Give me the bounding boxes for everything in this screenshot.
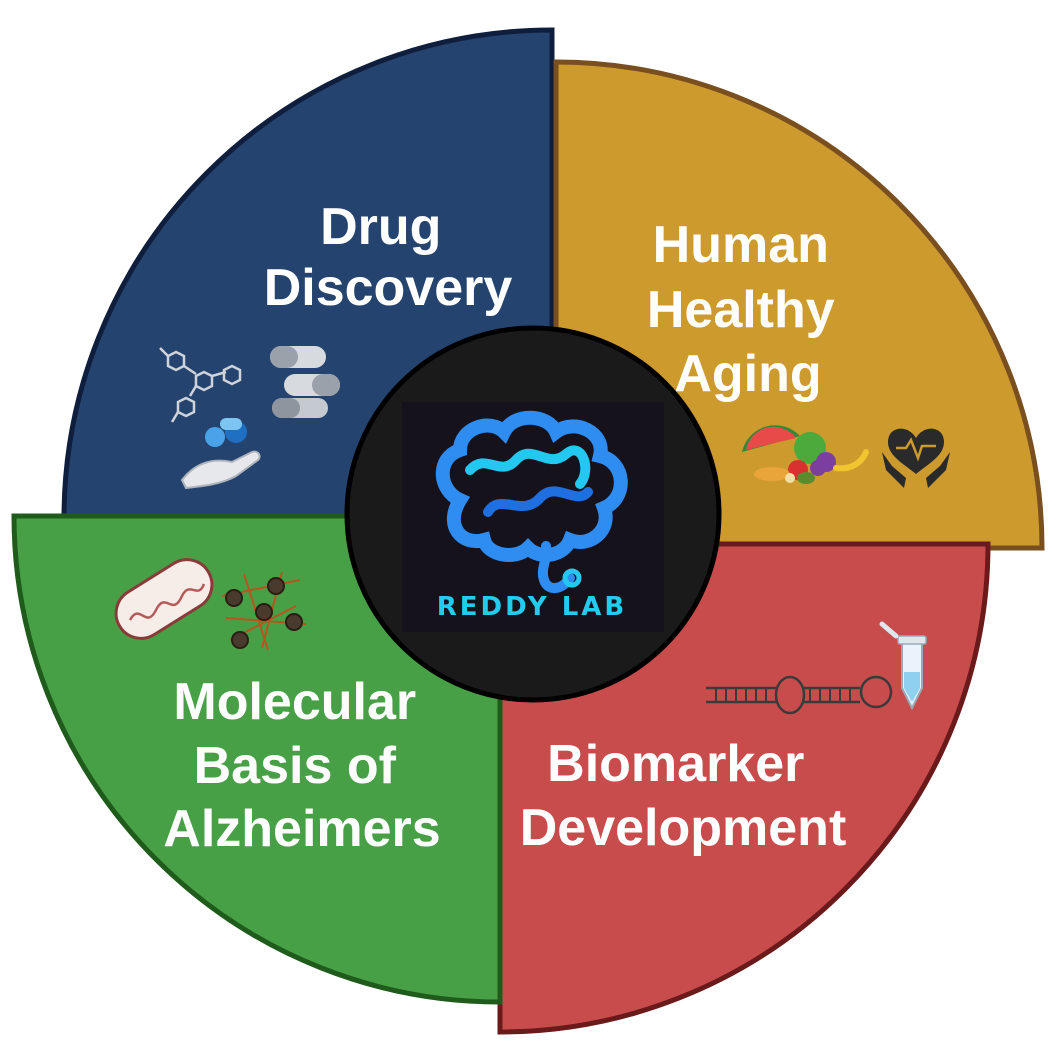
center-logo: REDDY LAB	[344, 325, 722, 703]
human-healthy-aging-line-1: Human	[653, 216, 829, 274]
molecule-structure-icon	[159, 347, 242, 423]
dna-hairpin-probe-icon	[706, 675, 893, 715]
alzheimers-line-1: Molecular	[173, 673, 416, 731]
quadrant-molecular-basis-of-alzheimers: Molecular Basis of Alzheimers	[11, 513, 503, 1005]
biomarker-development-line-2: Development	[520, 799, 847, 857]
fruits-vegetables-icon	[742, 425, 869, 484]
alzheimers-line-3: Alzheimers	[163, 800, 440, 858]
alzheimers-line-2: Basis of	[194, 737, 397, 795]
brain-icon	[435, 410, 628, 593]
human-healthy-aging-line-3: Aging	[674, 345, 821, 403]
mitochondria-icon	[114, 558, 214, 640]
human-healthy-aging-line-2: Healthy	[647, 281, 835, 339]
quadrant-human-healthy-aging-label: Human Healthy Aging	[647, 216, 849, 403]
logo-text: REDDY LAB	[437, 592, 627, 622]
heart-care-hands-icon	[882, 428, 950, 488]
drug-discovery-line-2: Discovery	[264, 259, 513, 317]
biomarker-development-line-1: Biomarker	[547, 735, 804, 793]
quadrant-molecular-basis-of-alzheimers-label: Molecular Basis of Alzheimers	[163, 673, 440, 858]
test-tube-icon	[879, 621, 927, 711]
center-logo-panel	[402, 402, 664, 632]
capsule-pills-icon	[270, 346, 340, 418]
quadrant-drug-discovery-label: Drug Discovery	[264, 198, 513, 317]
drug-discovery-line-1: Drug	[320, 198, 441, 256]
hand-with-pills-icon	[180, 418, 261, 490]
amyloid-plaques-icon	[221, 571, 307, 651]
quadrant-biomarker-development-label: Biomarker Development	[520, 735, 847, 857]
